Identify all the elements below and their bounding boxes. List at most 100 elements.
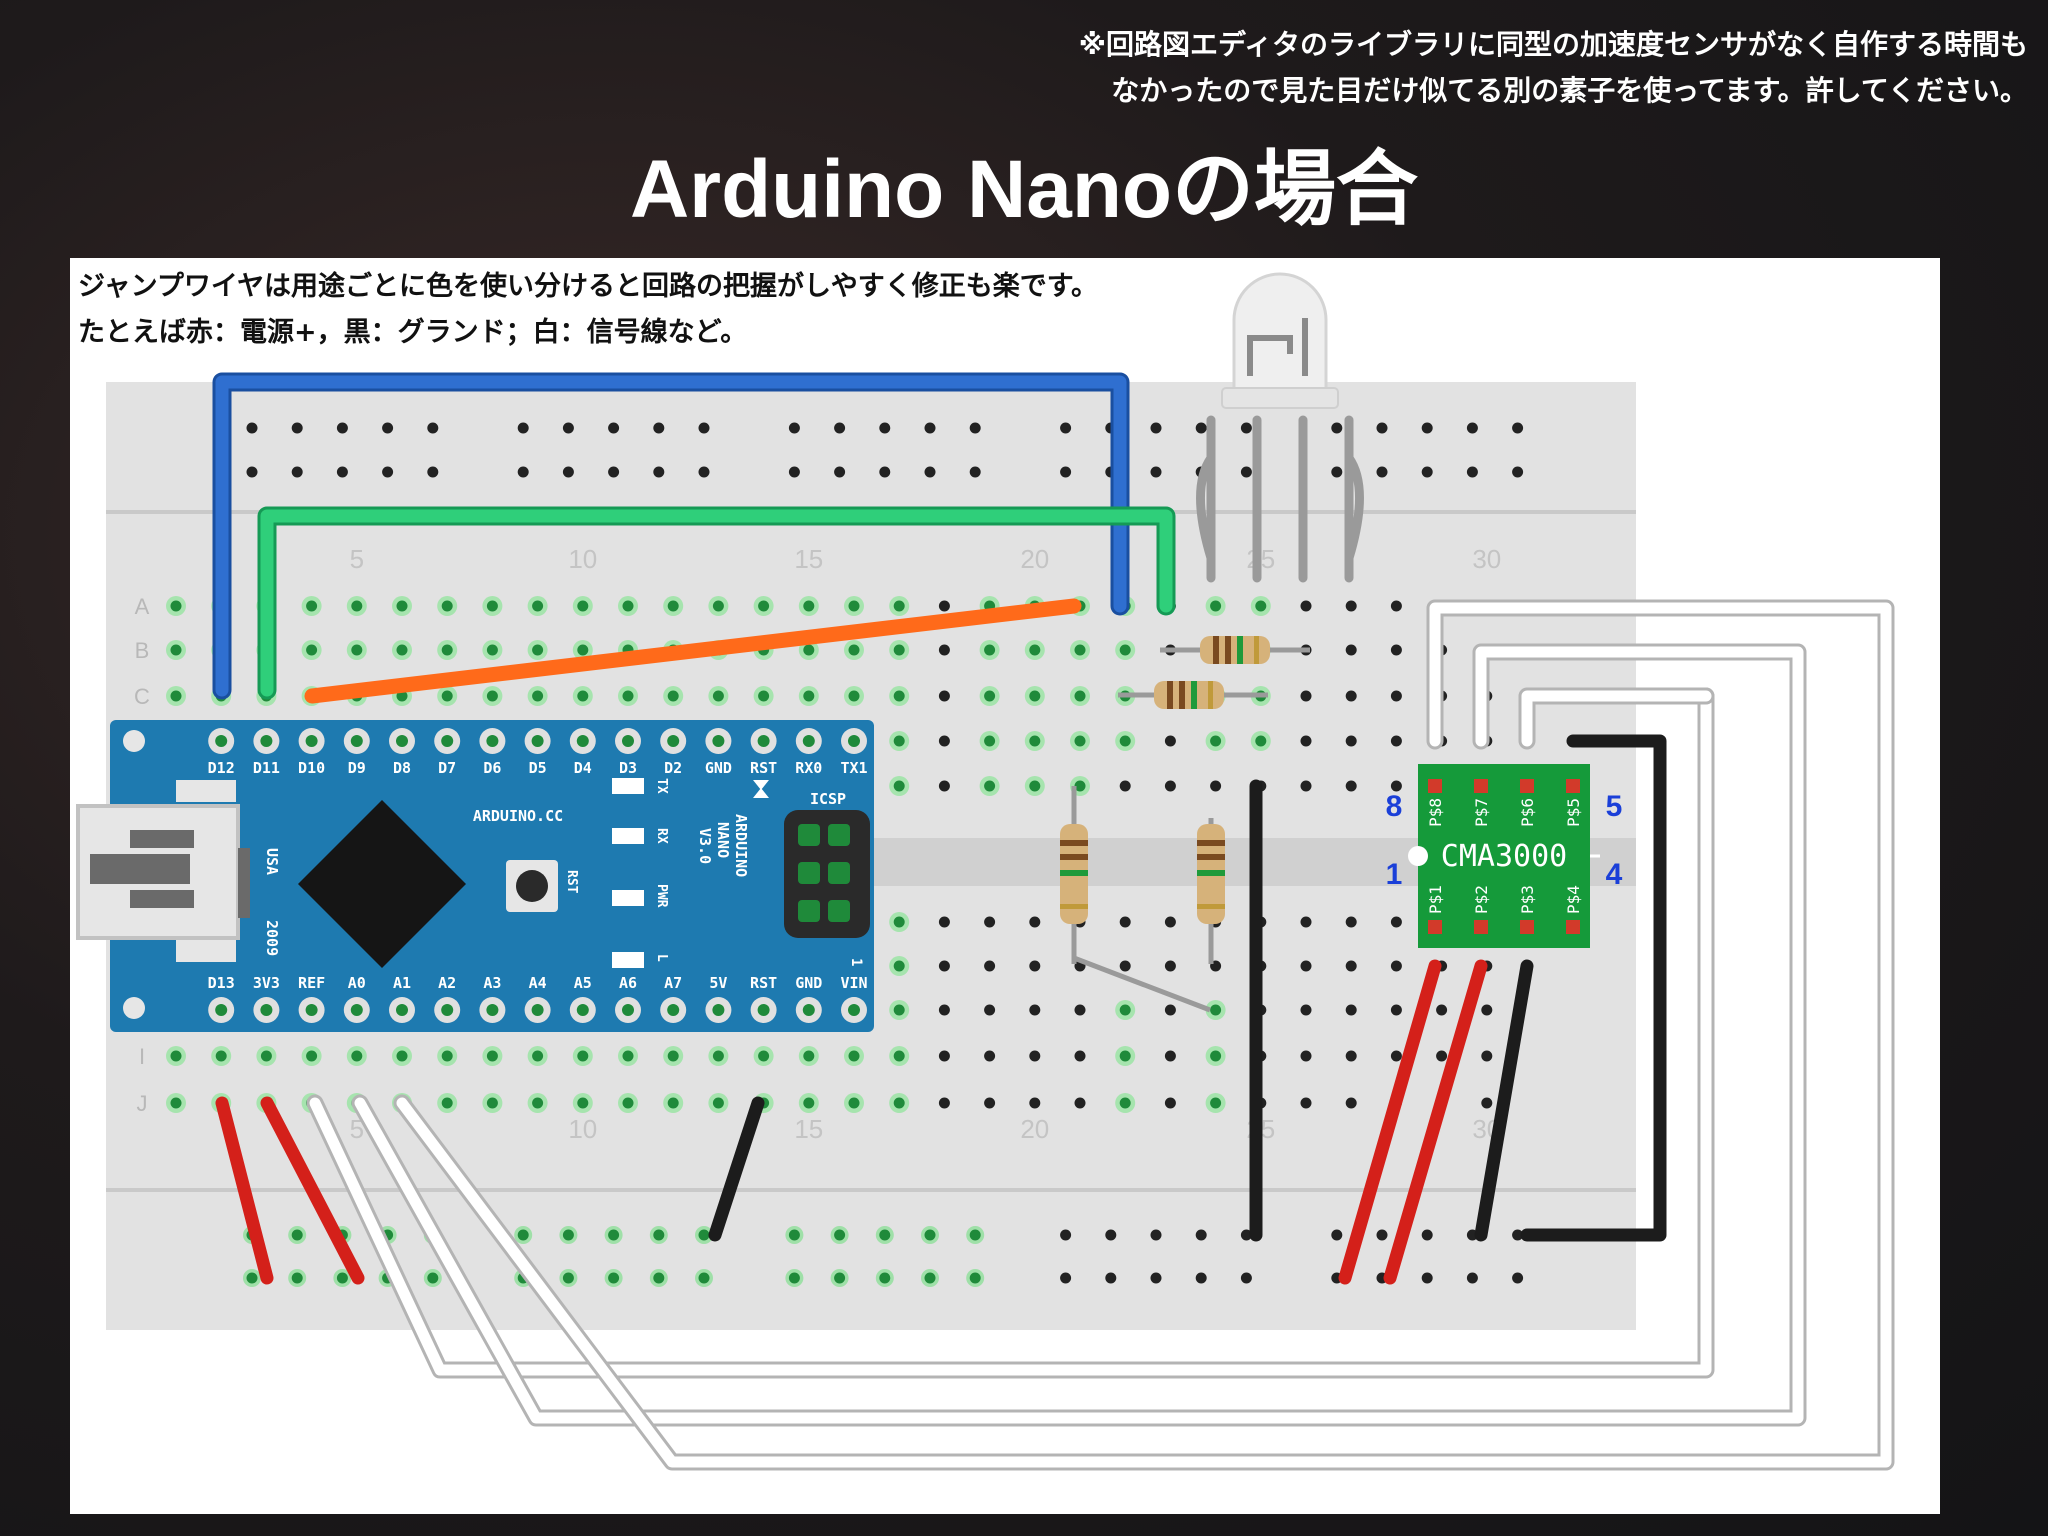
breadboard-hole[interactable] xyxy=(170,644,182,656)
breadboard-hole[interactable] xyxy=(1390,690,1402,702)
breadboard-hole[interactable] xyxy=(938,1097,950,1109)
breadboard-hole[interactable] xyxy=(486,690,498,702)
breadboard-hole[interactable] xyxy=(441,1050,453,1062)
breadboard-hole[interactable] xyxy=(1345,916,1357,928)
rail-hole[interactable] xyxy=(1195,1272,1207,1284)
blue-wire[interactable] xyxy=(215,375,1127,697)
white-wire-4[interactable] xyxy=(1521,690,1712,747)
breadboard-hole[interactable] xyxy=(1074,780,1086,792)
rail-hole[interactable] xyxy=(427,422,439,434)
breadboard-hole[interactable] xyxy=(848,690,860,702)
breadboard-hole[interactable] xyxy=(1029,780,1041,792)
rail-hole[interactable] xyxy=(969,422,981,434)
rail-hole[interactable] xyxy=(698,466,710,478)
breadboard-hole[interactable] xyxy=(396,1050,408,1062)
resistor-1[interactable] xyxy=(1200,636,1270,664)
rail-hole[interactable] xyxy=(1421,1272,1433,1284)
breadboard-hole[interactable] xyxy=(803,690,815,702)
breadboard-hole[interactable] xyxy=(667,600,679,612)
rail-hole[interactable] xyxy=(834,466,846,478)
breadboard-hole[interactable] xyxy=(1210,780,1222,792)
rail-hole[interactable] xyxy=(653,422,665,434)
breadboard-hole[interactable] xyxy=(1210,1004,1222,1016)
breadboard-hole[interactable] xyxy=(1436,1050,1448,1062)
rail-hole[interactable] xyxy=(969,1272,981,1284)
white-wire-3[interactable] xyxy=(396,602,1892,1468)
breadboard-hole[interactable] xyxy=(1481,1004,1493,1016)
rail-hole[interactable] xyxy=(562,422,574,434)
rail-hole[interactable] xyxy=(291,422,303,434)
rail-hole[interactable] xyxy=(698,422,710,434)
breadboard-hole[interactable] xyxy=(1255,735,1267,747)
rail-hole[interactable] xyxy=(698,1229,710,1241)
breadboard-hole[interactable] xyxy=(1119,960,1131,972)
rail-hole[interactable] xyxy=(517,422,529,434)
breadboard-hole[interactable] xyxy=(1164,1097,1176,1109)
breadboard-hole[interactable] xyxy=(1074,1004,1086,1016)
breadboard-hole[interactable] xyxy=(1390,960,1402,972)
breadboard-hole[interactable] xyxy=(1164,780,1176,792)
breadboard-hole[interactable] xyxy=(441,644,453,656)
rail-hole[interactable] xyxy=(291,466,303,478)
breadboard-hole[interactable] xyxy=(893,690,905,702)
breadboard-hole[interactable] xyxy=(758,600,770,612)
rail-hole[interactable] xyxy=(291,1272,303,1284)
breadboard-hole[interactable] xyxy=(577,1097,589,1109)
rail-hole[interactable] xyxy=(1466,1272,1478,1284)
rail-hole[interactable] xyxy=(1376,422,1388,434)
breadboard-hole[interactable] xyxy=(712,600,724,612)
breadboard-hole[interactable] xyxy=(758,1050,770,1062)
rail-hole[interactable] xyxy=(788,1229,800,1241)
rail-hole[interactable] xyxy=(788,422,800,434)
rail-hole[interactable] xyxy=(382,466,394,478)
rail-hole[interactable] xyxy=(1512,1272,1524,1284)
breadboard-hole[interactable] xyxy=(170,600,182,612)
reset-button-cap[interactable] xyxy=(516,870,548,902)
breadboard-hole[interactable] xyxy=(803,1097,815,1109)
breadboard-hole[interactable] xyxy=(848,1050,860,1062)
breadboard-hole[interactable] xyxy=(260,1050,272,1062)
rail-hole[interactable] xyxy=(608,1229,620,1241)
breadboard-hole[interactable] xyxy=(667,690,679,702)
rail-hole[interactable] xyxy=(246,1272,258,1284)
breadboard-hole[interactable] xyxy=(1029,735,1041,747)
breadboard-hole[interactable] xyxy=(984,690,996,702)
rail-hole[interactable] xyxy=(1060,1229,1072,1241)
red-wire-4[interactable] xyxy=(1383,959,1488,1285)
rail-hole[interactable] xyxy=(879,1229,891,1241)
breadboard-hole[interactable] xyxy=(803,600,815,612)
breadboard-hole[interactable] xyxy=(712,690,724,702)
orange-wire[interactable] xyxy=(304,598,1082,704)
breadboard-hole[interactable] xyxy=(1390,735,1402,747)
breadboard-hole[interactable] xyxy=(1029,690,1041,702)
rail-hole[interactable] xyxy=(1512,422,1524,434)
rail-hole[interactable] xyxy=(517,1229,529,1241)
breadboard-hole[interactable] xyxy=(577,644,589,656)
breadboard-hole[interactable] xyxy=(984,1004,996,1016)
rail-hole[interactable] xyxy=(562,1272,574,1284)
breadboard-hole[interactable] xyxy=(893,735,905,747)
breadboard-hole[interactable] xyxy=(170,1050,182,1062)
green-wire[interactable] xyxy=(260,509,1173,697)
rail-hole[interactable] xyxy=(1331,1229,1343,1241)
breadboard-hole[interactable] xyxy=(396,600,408,612)
rail-hole[interactable] xyxy=(1512,1229,1524,1241)
breadboard-hole[interactable] xyxy=(622,1097,634,1109)
red-wire-1[interactable] xyxy=(215,1096,274,1285)
rail-hole[interactable] xyxy=(1150,422,1162,434)
breadboard-hole[interactable] xyxy=(1074,644,1086,656)
breadboard-hole[interactable] xyxy=(1300,916,1312,928)
rail-hole[interactable] xyxy=(1195,422,1207,434)
breadboard-hole[interactable] xyxy=(984,1097,996,1109)
rail-hole[interactable] xyxy=(608,1272,620,1284)
breadboard-hole[interactable] xyxy=(441,1097,453,1109)
rail-hole[interactable] xyxy=(608,466,620,478)
breadboard-hole[interactable] xyxy=(215,1050,227,1062)
rail-hole[interactable] xyxy=(427,466,439,478)
breadboard-hole[interactable] xyxy=(532,690,544,702)
rail-hole[interactable] xyxy=(879,1272,891,1284)
breadboard-hole[interactable] xyxy=(1390,1050,1402,1062)
rail-hole[interactable] xyxy=(1060,1272,1072,1284)
breadboard-hole[interactable] xyxy=(1119,1004,1131,1016)
rail-hole[interactable] xyxy=(608,422,620,434)
